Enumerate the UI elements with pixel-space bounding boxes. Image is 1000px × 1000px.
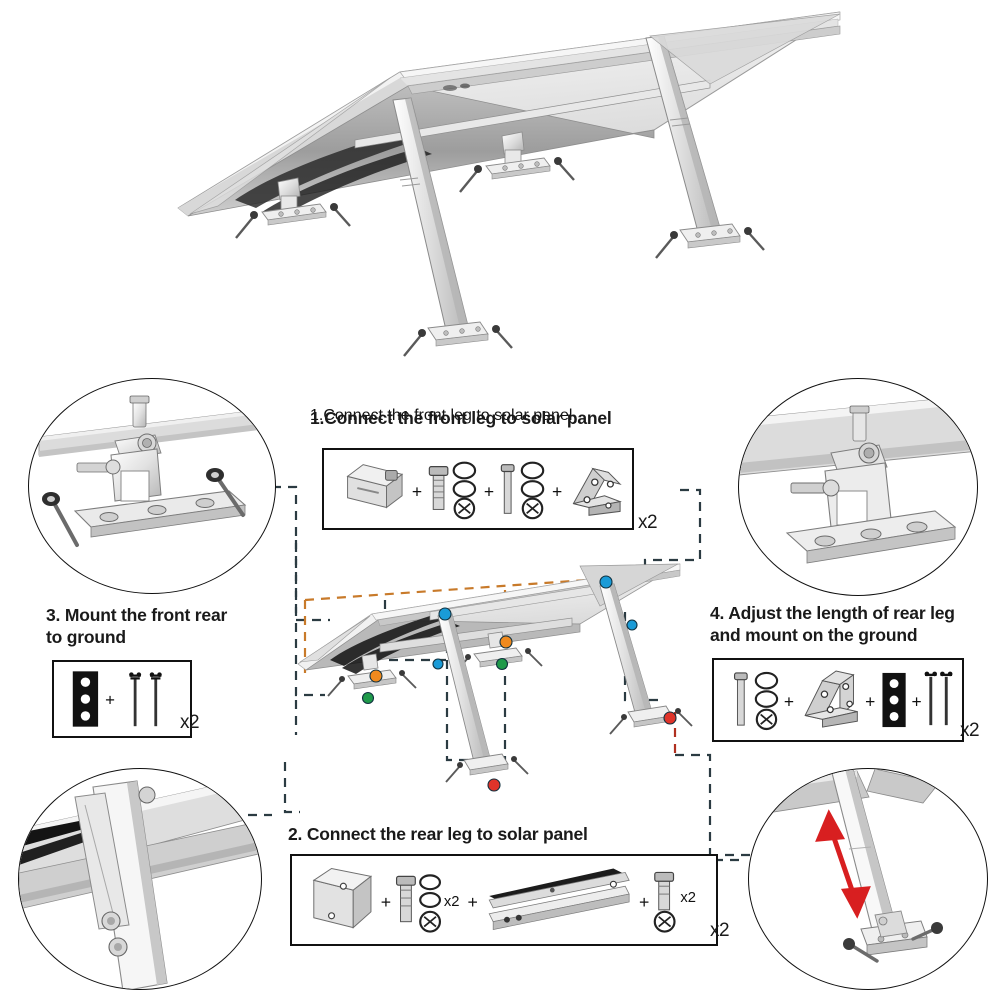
detail-rear-leg-length-adjust (748, 768, 988, 990)
step-1-parts-box: + + (322, 448, 634, 530)
step-3-quantity: x2 (180, 712, 200, 733)
svg-text:+: + (381, 892, 391, 912)
step-4-quantity: x2 (960, 720, 980, 741)
detail-front-leg-ground-mount (28, 378, 276, 594)
part-rail (488, 868, 630, 930)
part-washers-nut (754, 671, 779, 731)
part-bolt (428, 466, 449, 510)
step-1-title: 1.Connect the front leg to solar panel (310, 407, 573, 424)
marker-orange-center (499, 635, 513, 649)
svg-text:+: + (784, 692, 794, 712)
marker-green-center (495, 657, 509, 671)
marker-orange-left (369, 669, 383, 683)
step-4-parts-box: + + + (712, 658, 964, 742)
step-2-quantity: x2 (710, 920, 730, 941)
svg-text:+: + (468, 892, 478, 912)
step-2-heading: 2. Connect the rear leg to solar panel (288, 824, 588, 844)
marker-blue-rear-mid (626, 619, 638, 631)
marker-blue-front-top (438, 607, 452, 621)
step-3-heading: 3. Mount the front rear to ground (46, 605, 228, 648)
svg-text:+: + (639, 892, 649, 912)
part-dark-plate (882, 672, 906, 728)
svg-text:+: + (105, 691, 115, 710)
part-bolt-nut (653, 871, 676, 933)
marker-blue-front-lower (432, 658, 444, 670)
step-1-heading: 1.Connect the front leg to solar panel (310, 408, 612, 428)
part-screws-pair (129, 672, 162, 727)
marker-red-rear-right (663, 711, 677, 725)
center-illustration (280, 552, 710, 832)
marker-green-left (361, 691, 375, 705)
part-dark-plate (72, 671, 99, 727)
svg-text:x2: x2 (444, 894, 460, 910)
step-3-parts-box: + (52, 660, 192, 738)
detail-rear-leg-panel-joint (18, 768, 262, 990)
marker-blue-rear-top (599, 575, 613, 589)
svg-text:+: + (412, 482, 422, 502)
svg-text:x2: x2 (680, 890, 696, 906)
part-screws-pair (924, 671, 953, 726)
part-l-bracket (346, 464, 404, 509)
hero-illustration (150, 0, 850, 380)
part-long-bolt (733, 672, 748, 726)
step-1-quantity: x2 (638, 512, 658, 533)
svg-text:+: + (865, 692, 875, 712)
part-washers-nut (452, 461, 477, 520)
step-2-parts-box: + x2 + (290, 854, 718, 946)
detail-front-leg-panel-joint (738, 378, 978, 596)
part-l-bracket (312, 867, 373, 929)
part-long-bolt (500, 464, 515, 514)
svg-text:+: + (552, 482, 562, 502)
part-washers (419, 874, 442, 933)
part-angle-plate (572, 467, 622, 516)
part-washers-nut-2 (520, 461, 545, 520)
part-angle-plate (804, 670, 858, 728)
svg-text:+: + (484, 482, 494, 502)
part-bolt (395, 875, 416, 923)
marker-red-rear-center (487, 778, 501, 792)
svg-text:+: + (911, 692, 921, 712)
step-4-heading: 4. Adjust the length of rear leg and mou… (710, 603, 955, 646)
